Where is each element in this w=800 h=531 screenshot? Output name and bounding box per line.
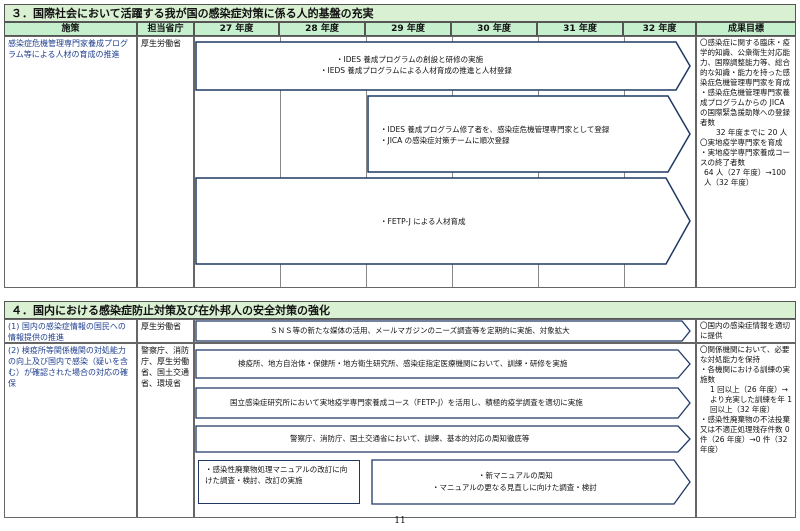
- section3-title: ３．国際社会において活躍する我が国の感染症対策に係る人的基盤の充実: [4, 4, 796, 22]
- arrow-police-fire-mlit: [195, 425, 691, 453]
- page-number: 11: [394, 516, 406, 526]
- goal-text: 1 回以上（26 年度）→より充実した訓練を年 1 回以上（32 年度）: [710, 385, 793, 414]
- goal-text: 〇関係機関において、必要な対処能力を保持: [700, 345, 790, 364]
- arrow-fetpj-label: ・FETP-J による人材育成: [380, 217, 466, 226]
- header-goals: 成果目標: [696, 22, 796, 36]
- section4-title: ４．国内における感染症防止対策及び在外邦人の安全対策の強化: [4, 301, 796, 319]
- header-fy27: 27 年度: [194, 22, 279, 36]
- arrow-sns-outreach: [195, 320, 691, 342]
- section3-measure-cell: 感染症危機管理専門家養成プログラム等による人材の育成の推進: [4, 36, 137, 288]
- arrow-new-manual: [371, 459, 691, 505]
- goal-text: 〇実地疫学専門家を育成: [700, 138, 783, 147]
- arrow-ides-registration-line2: ・JICA の感染症対策チームに順次登録: [380, 136, 510, 145]
- header-fy28: 28 年度: [279, 22, 365, 36]
- section4-row2-timeline: [194, 343, 696, 518]
- arrow-fetpj: [195, 177, 691, 265]
- section3-ministry-cell: 厚生労働省: [137, 36, 194, 288]
- section4-row1-goal: 〇国内の感染症情報を適切に提供: [696, 319, 796, 343]
- arrow-nih-fetpj-label: 国立感染症研究所において実地疫学専門家養成コース（FETP-J）を活用し、積極的…: [230, 398, 583, 407]
- section4-row1-ministry: 厚生労働省: [137, 319, 194, 343]
- goal-text: 〇感染症に関する臨床・疫学的知識、公衆衛生対応能力、国際調整能力等、総合的な知識…: [700, 38, 790, 87]
- header-ministry: 担当省庁: [137, 22, 194, 36]
- header-fy29: 29 年度: [365, 22, 451, 36]
- header-measure: 施策: [4, 22, 137, 36]
- arrow-ides-program: [195, 41, 691, 91]
- header-fy31: 31 年度: [537, 22, 623, 36]
- goal-text: ・実地疫学専門家養成コースの終了者数: [700, 148, 790, 167]
- header-fy32: 32 年度: [623, 22, 696, 36]
- arrow-ides-registration-line1: ・IDES 養成プログラム修了者を、感染症危機管理専門家として登録: [380, 125, 610, 134]
- goal-text: ・各機関における訓練の実施数: [700, 365, 790, 384]
- arrow-sns-outreach-label: ＳＮＳ等の新たな媒体の活用、メールマガジンのニーズ調査等を定期的に実施、対象拡大: [270, 326, 570, 335]
- box-waste-manual-revision-text: ・感染性廃棄物処理マニュアルの改訂に向けた調査・検討、改訂の実施: [205, 465, 348, 485]
- arrow-police-fire-mlit-label: 警察庁、消防庁、国土交通省において、訓練、基本的対応の周知徹底等: [290, 434, 530, 443]
- section4-row1-timeline: [194, 319, 696, 343]
- section4-row2-goals: 〇関係機関において、必要な対処能力を保持 ・各機関における訓練の実施数 1 回以…: [696, 343, 796, 518]
- section4-row2-measure: (2) 検疫所等関係機関の対処能力の向上及び国内で感染（疑いを含む）が確認された…: [4, 343, 137, 518]
- section3-goals-cell: 〇感染症に関する臨床・疫学的知識、公衆衛生対応能力、国際調整能力等、総合的な知識…: [696, 36, 796, 288]
- arrow-ides-program-line2: ・IEDS 養成プログラムによる人材育成の推進と人材登録: [320, 66, 512, 75]
- goal-text: 32 年度までに 20 人: [716, 128, 788, 137]
- arrow-new-manual-line2: ・マニュアルの更なる見直しに向けた調査・検討: [432, 483, 597, 492]
- arrow-nih-fetpj: [195, 387, 691, 419]
- header-fy30: 30 年度: [451, 22, 537, 36]
- arrow-ides-registration: [367, 95, 691, 173]
- arrow-quarantine-training: [195, 349, 691, 379]
- goal-text: ・感染性廃棄物の不法投棄又は不適正処理残存件数 0 件（26 年度）→0 件（3…: [700, 415, 790, 454]
- arrow-new-manual-line1: ・新マニュアルの周知: [478, 471, 553, 480]
- box-waste-manual-revision: ・感染性廃棄物処理マニュアルの改訂に向けた調査・検討、改訂の実施: [198, 460, 360, 504]
- goal-text: 64 人（27 年度）→100 人（32 年度）: [704, 168, 786, 187]
- arrow-quarantine-training-label: 検疫所、地方自治体・保健所・地方衛生研究所、感染症指定医療機関において、訓練・研…: [238, 359, 568, 368]
- goal-text: ・感染症危機管理専門家養成プログラムからの JICA の国際緊急援助隊への登録者…: [700, 88, 790, 127]
- section4-row2-ministry: 警察庁、消防庁、厚生労働省、国土交通省、環境省: [137, 343, 194, 518]
- arrow-ides-program-line1: ・IDES 養成プログラムの創設と研修の実施: [336, 55, 484, 64]
- section4-row1-measure: (1) 国内の感染症情報の国民への情報提供の推進: [4, 319, 137, 343]
